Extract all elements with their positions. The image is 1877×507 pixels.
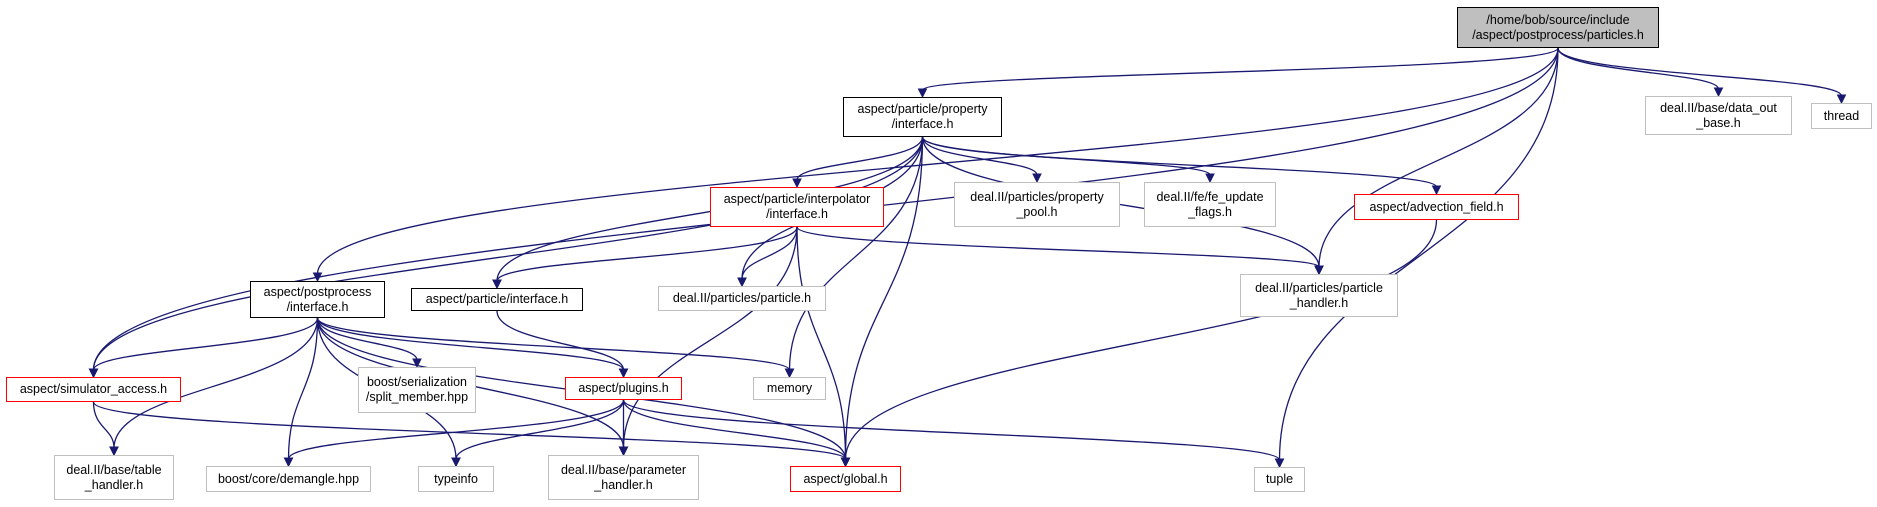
arrowhead-property_interface-to-advection_field bbox=[1431, 185, 1442, 196]
node-simulator-access[interactable]: aspect/simulator_access.h bbox=[6, 377, 181, 402]
edge-simulator_access-to-table_handler bbox=[92, 401, 115, 449]
arrowhead-postprocess_interface-to-simulator_access bbox=[88, 368, 99, 379]
node-interpolator-interface[interactable]: aspect/particle/interpolator /interface.… bbox=[710, 187, 884, 227]
arrowhead-root-to-thread bbox=[1836, 94, 1847, 105]
edge-root-to-property_interface bbox=[921, 47, 1559, 91]
arrowhead-plugins-to-typeinfo bbox=[451, 457, 461, 468]
node-plugins[interactable]: aspect/plugins.h bbox=[565, 377, 682, 400]
node-root[interactable]: /home/bob/source/include /aspect/postpro… bbox=[1457, 7, 1659, 48]
edge-advection_field-to-global bbox=[844, 219, 1438, 460]
node-data-out-base: deal.II/base/data_out _base.h bbox=[1645, 96, 1792, 135]
edge-property_interface-to-interpolator_interface bbox=[796, 136, 924, 181]
node-tuple: tuple bbox=[1254, 467, 1305, 492]
edge-property_interface-to-property_pool bbox=[921, 136, 1038, 176]
edge-property_interface-to-simulator_access bbox=[92, 136, 924, 371]
node-memory: memory bbox=[753, 377, 826, 400]
arrowhead-interpolator_interface-to-particle_h bbox=[737, 277, 747, 288]
arrowhead-interpolator_interface-to-particle_handler bbox=[1314, 265, 1324, 276]
edge-particle_interface-to-plugins bbox=[496, 310, 625, 371]
edge-interpolator_interface-to-parameter_handler bbox=[622, 226, 798, 449]
arrowhead-interpolator_interface-to-particle_interface bbox=[492, 279, 502, 290]
arrowhead-plugins-to-global bbox=[840, 457, 851, 468]
node-global[interactable]: aspect/global.h bbox=[790, 466, 901, 492]
edge-plugins-to-tuple bbox=[622, 399, 1281, 461]
edge-postprocess_interface-to-memory bbox=[316, 317, 791, 371]
node-table-handler: deal.II/base/table _handler.h bbox=[54, 455, 174, 500]
node-property-pool: deal.II/particles/property _pool.h bbox=[954, 182, 1120, 227]
node-thread: thread bbox=[1811, 103, 1872, 129]
edge-property_interface-to-global bbox=[844, 136, 924, 460]
node-advection-field[interactable]: aspect/advection_field.h bbox=[1354, 194, 1519, 220]
edge-root-to-postprocess_interface bbox=[316, 47, 1559, 275]
arrowhead-property_interface-to-fe_update_flags bbox=[1205, 173, 1215, 184]
arrowhead-postprocess_interface-to-plugins bbox=[618, 368, 629, 379]
edge-postprocess_interface-to-table_handler bbox=[113, 317, 319, 449]
node-particle-interface[interactable]: aspect/particle/interface.h bbox=[411, 288, 583, 311]
node-typeinfo: typeinfo bbox=[418, 466, 494, 492]
node-parameter-handler: deal.II/base/parameter _handler.h bbox=[548, 455, 699, 500]
edge-postprocess_interface-to-demangle bbox=[287, 317, 319, 460]
edge-property_interface-to-particle_handler bbox=[921, 136, 1320, 268]
edge-property_interface-to-memory bbox=[788, 136, 924, 371]
arrowhead-simulator_access-to-table_handler bbox=[109, 446, 119, 457]
edge-plugins-to-global bbox=[622, 399, 847, 460]
node-particle-h: deal.II/particles/particle.h bbox=[658, 286, 826, 311]
edge-root-to-particle_handler bbox=[1318, 47, 1559, 268]
arrowhead-plugins-to-tuple bbox=[1274, 458, 1285, 469]
arrowhead-root-to-property_interface bbox=[917, 88, 928, 99]
edge-plugins-to-typeinfo bbox=[455, 399, 625, 460]
edge-root-to-data_out_base bbox=[1557, 47, 1720, 90]
edge-plugins-to-demangle bbox=[287, 399, 625, 460]
arrowhead-postprocess_interface-to-split_member bbox=[412, 358, 422, 369]
node-postprocess-interface[interactable]: aspect/postprocess /interface.h bbox=[250, 281, 385, 318]
node-split-member: boost/serialization /split_member.hpp bbox=[358, 367, 476, 413]
edge-postprocess_interface-to-split_member bbox=[316, 317, 418, 361]
node-particle-handler: deal.II/particles/particle _handler.h bbox=[1240, 274, 1398, 317]
arrowhead-plugins-to-parameter_handler bbox=[618, 446, 629, 457]
edge-root-to-tuple bbox=[1278, 47, 1559, 461]
edge-property_interface-to-particle_interface bbox=[496, 136, 924, 282]
edge-interpolator_interface-to-particle_interface bbox=[496, 226, 798, 282]
node-fe-update-flags: deal.II/fe/fe_update _flags.h bbox=[1144, 182, 1276, 227]
arrowhead-root-to-data_out_base bbox=[1713, 87, 1724, 98]
arrowhead-plugins-to-demangle bbox=[283, 457, 294, 468]
edge-postprocess_interface-to-plugins bbox=[316, 317, 625, 371]
edge-interpolator_interface-to-particle_h bbox=[741, 226, 798, 280]
arrowhead-postprocess_interface-to-memory bbox=[784, 368, 795, 379]
edge-interpolator_interface-to-global bbox=[796, 226, 847, 460]
edge-interpolator_interface-to-particle_handler bbox=[796, 226, 1320, 268]
edge-root-to-thread bbox=[1557, 47, 1843, 97]
arrowhead-property_interface-to-property_pool bbox=[1032, 173, 1042, 184]
edge-property_interface-to-advection_field bbox=[921, 136, 1438, 188]
node-property-interface[interactable]: aspect/particle/property /interface.h bbox=[843, 97, 1002, 137]
arrowhead-property_interface-to-interpolator_interface bbox=[792, 178, 802, 189]
node-demangle: boost/core/demangle.hpp bbox=[206, 466, 371, 492]
edge-postprocess_interface-to-simulator_access bbox=[92, 317, 319, 371]
edge-simulator_access-to-global bbox=[92, 401, 847, 460]
